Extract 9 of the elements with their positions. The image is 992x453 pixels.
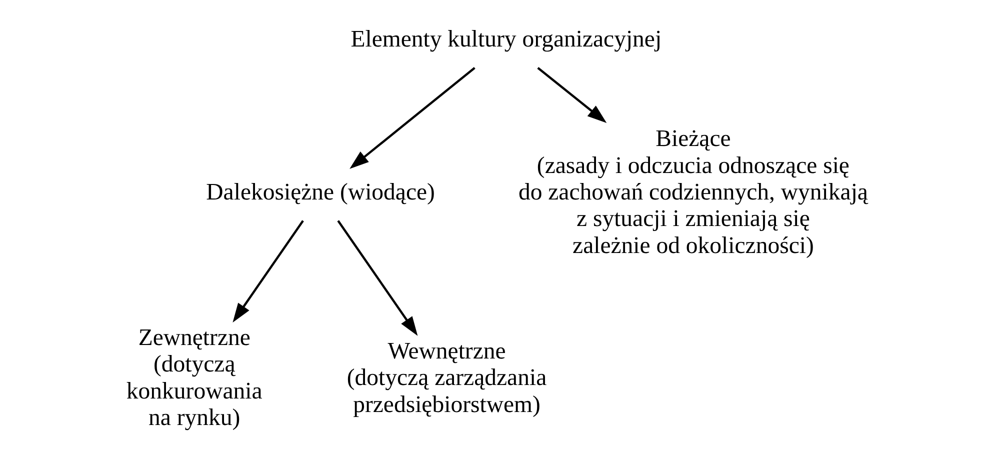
node-text: Zewnętrzne (dotyczą konkurowania na rynku): [126, 324, 262, 432]
node-text: Wewnętrzne (dotyczą zarządzania przedsiębiorstwem): [346, 338, 546, 418]
node-text: Elementy kultury organizacyjnej: [350, 26, 662, 53]
arrow: [349, 66, 475, 169]
node-text: Dalekosiężne (wiodące): [206, 179, 434, 206]
arrow: [232, 220, 304, 322]
node-text: Bieżące (zasady i odczucia odnoszące się do zachowań codziennych, wynikają z sytuacji i zmieniają się zależnie od okoliczności): [518, 126, 868, 259]
arrow: [336, 220, 418, 336]
arrow: [536, 66, 606, 123]
